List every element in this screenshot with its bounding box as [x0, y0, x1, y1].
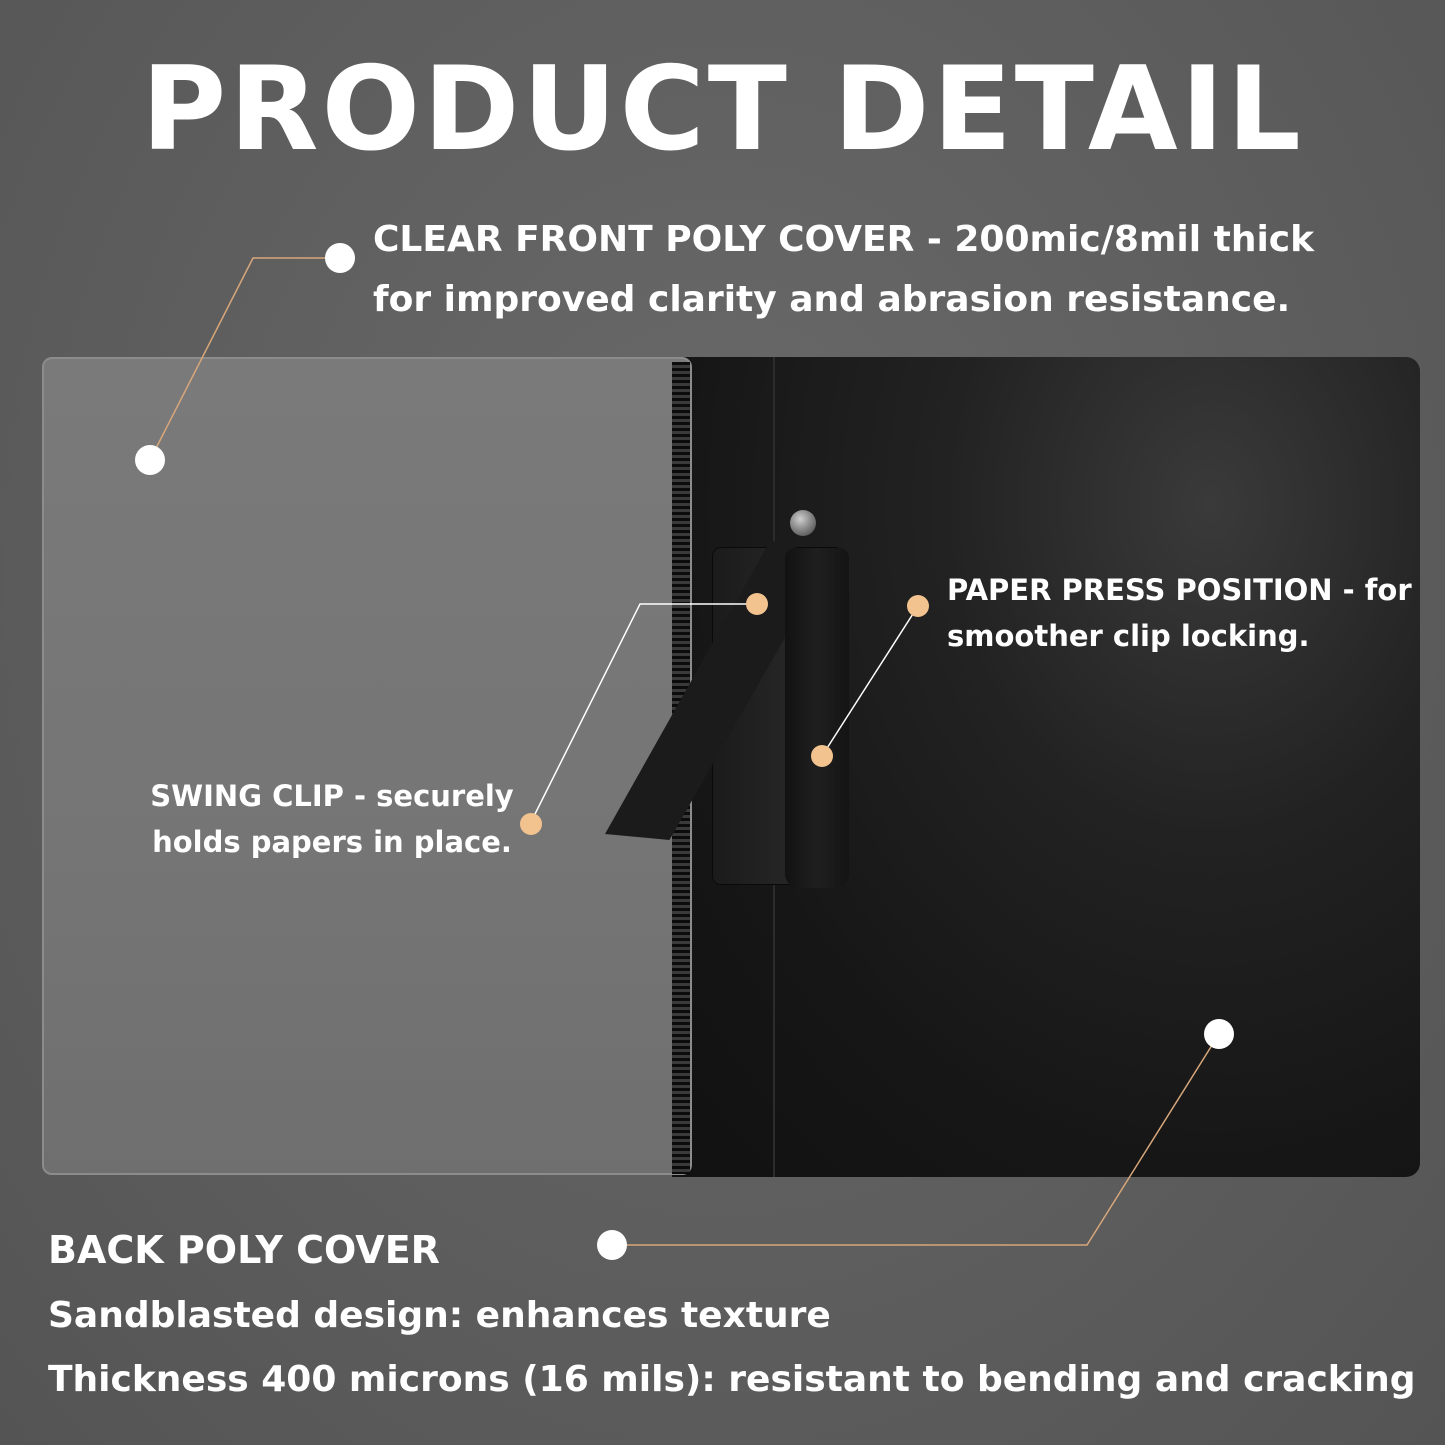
page-title: PRODUCT DETAIL — [141, 42, 1304, 177]
front-cover-dot-on-cover — [135, 445, 165, 475]
front-cover-caption-line1: CLEAR FRONT POLY COVER - 200mic/8mil thi… — [373, 219, 1315, 260]
clip-rivet — [790, 510, 816, 536]
swing-clip-leader-line — [529, 603, 756, 825]
back-cover-dot-on-cover — [1204, 1019, 1234, 1049]
back-cover-dot-on-caption — [597, 1230, 627, 1260]
paper-press-caption-line2: smoother clip locking. — [947, 619, 1310, 653]
back-cover-heading: BACK POLY COVER — [48, 1228, 440, 1272]
back-cover-line2: Thickness 400 microns (16 mils): resista… — [48, 1359, 1416, 1400]
front-cover-leader-line — [149, 257, 340, 461]
front-cover-dot-on-caption — [325, 243, 355, 273]
front-cover-caption-line2: for improved clarity and abrasion resist… — [373, 279, 1291, 320]
swing-clip-dot-on-caption — [520, 813, 542, 835]
swing-clip-caption-line1: SWING CLIP - securely — [150, 779, 514, 813]
clear-front-cover — [42, 357, 692, 1175]
paper-press-caption: PAPER PRESS POSITION - for smoother clip… — [947, 567, 1412, 659]
front-cover-caption: CLEAR FRONT POLY COVER - 200mic/8mil thi… — [373, 210, 1314, 330]
swing-clip-dot-on-clip — [746, 593, 768, 615]
swing-clip-caption-line2: holds papers in place. — [152, 825, 512, 859]
back-cover-caption: BACK POLY COVER Sandblasted design: enha… — [48, 1218, 1415, 1412]
paper-press-dot-on-caption — [907, 595, 929, 617]
back-cover-leader-line — [612, 1033, 1220, 1246]
paper-press-dot-on-grip — [811, 745, 833, 767]
swing-clip-caption: SWING CLIP - securely holds papers in pl… — [147, 773, 517, 865]
paper-press-caption-line1: PAPER PRESS POSITION - for — [947, 573, 1412, 607]
paper-press-grip — [785, 548, 849, 888]
paper-press-leader-line — [821, 605, 919, 757]
back-cover-line1: Sandblasted design: enhances texture — [48, 1295, 831, 1336]
